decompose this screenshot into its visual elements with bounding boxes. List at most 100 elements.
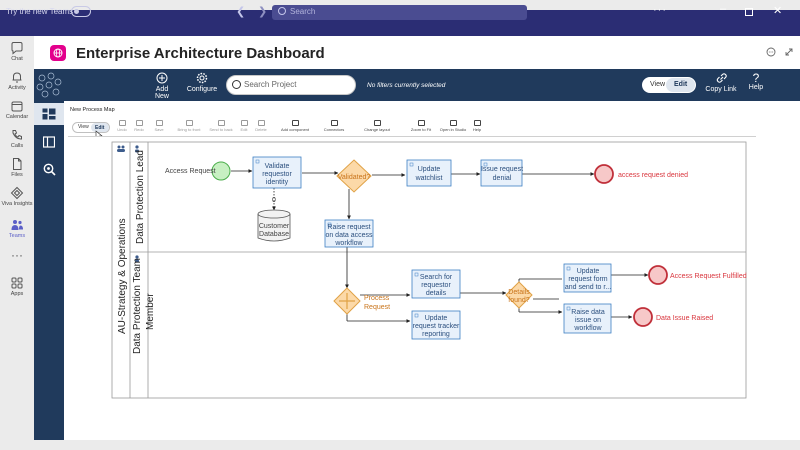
task-line: on data access xyxy=(325,232,373,239)
save-button[interactable]: Save xyxy=(153,120,165,132)
map-help-button[interactable]: Help xyxy=(471,120,483,132)
try-new-teams-toggle[interactable] xyxy=(71,6,91,17)
rail-item-activity[interactable]: Activity xyxy=(0,70,34,91)
search-icon xyxy=(232,80,241,89)
open-in-studio-button[interactable]: Open in Studio xyxy=(436,120,470,132)
pool-people-icon xyxy=(117,145,125,152)
rail-label: Apps xyxy=(10,291,24,297)
trash-icon xyxy=(257,120,265,126)
copy-link-button[interactable]: Copy Link xyxy=(704,72,738,93)
delete-button[interactable]: Delete xyxy=(253,120,269,132)
add-new-button[interactable]: Add New xyxy=(148,72,176,100)
task-line: Raise request xyxy=(327,224,370,231)
map-edit-button[interactable] xyxy=(91,123,109,132)
end-label-fulfilled: Access Request Fulfilled xyxy=(670,273,747,280)
redo-button[interactable]: Redo xyxy=(133,120,145,132)
send-to-back-button[interactable]: Send to back xyxy=(206,120,236,132)
help-label: Help xyxy=(748,84,764,91)
dashboard-icon xyxy=(42,108,56,120)
teams-app-rail: Chat Activity Calendar Calls Files Viva … xyxy=(0,36,34,450)
toolbar-label: Open in Studio xyxy=(439,127,467,132)
end-event-fulfilled[interactable] xyxy=(648,265,668,285)
undo-button[interactable]: Undo xyxy=(116,120,128,132)
help-button[interactable]: ? Help xyxy=(744,72,768,91)
side-item-zoom[interactable] xyxy=(43,163,56,176)
search-project-input[interactable] xyxy=(226,75,356,95)
add-new-label: Add New xyxy=(154,86,169,100)
toolbar-divider xyxy=(68,136,756,137)
task-line: Update xyxy=(577,268,600,275)
edit-button[interactable]: Edit xyxy=(238,120,250,132)
chat-icon xyxy=(11,42,23,55)
end-label-issue-raised: Data Issue Raised xyxy=(656,315,713,322)
task-line: workflow xyxy=(573,325,602,332)
search-project-placeholder: Search Project xyxy=(244,80,297,89)
connectors-button[interactable]: Connectors xyxy=(320,120,348,132)
conversation-icon[interactable] xyxy=(766,47,776,57)
rail-label: Activity xyxy=(8,85,26,91)
task-raise-issue[interactable]: Raise data issue on workflow xyxy=(563,303,612,334)
lane-label-lead: Data Protection Lead xyxy=(135,150,146,244)
rail-label: Chat xyxy=(11,56,23,62)
connectors xyxy=(231,169,649,323)
back-arrow-icon[interactable]: ❮ xyxy=(236,6,246,18)
minimize-icon[interactable]: – xyxy=(720,3,727,15)
add-component-button[interactable]: Add component xyxy=(276,120,314,132)
zoom-to-fit-button[interactable]: Zoom to Fit xyxy=(408,120,434,132)
task-raise-request[interactable]: Raise request on data access workflow xyxy=(324,219,374,248)
rail-item-viva-insights[interactable]: Viva Insights xyxy=(0,186,34,207)
task-update-tracker[interactable]: Update request tracker reporting xyxy=(411,310,461,340)
task-line: watchlist xyxy=(415,175,443,182)
lane-person-icon xyxy=(135,255,139,263)
page-title: Enterprise Architecture Dashboard xyxy=(76,45,325,62)
end-event-denied[interactable] xyxy=(594,164,614,184)
more-options-icon[interactable]: ··· xyxy=(653,4,667,16)
rail-item-apps[interactable]: Apps xyxy=(0,276,34,297)
task-line: denial xyxy=(493,175,512,182)
toolbar-label: Zoom to Fit xyxy=(410,127,432,132)
rail-item-chat[interactable]: Chat xyxy=(0,41,34,62)
toolbar-label: Save xyxy=(154,127,164,132)
gateway-validated[interactable]: Validated? xyxy=(336,159,372,193)
configure-button[interactable]: Configure xyxy=(186,72,218,93)
task-update-watchlist[interactable]: Update watchlist xyxy=(406,159,452,187)
teams-search-input[interactable] xyxy=(272,5,527,20)
datastore-line: Database xyxy=(259,231,289,238)
task-line: details xyxy=(426,290,447,297)
toolbar-label: Help xyxy=(472,127,482,132)
close-icon[interactable]: ✕ xyxy=(773,5,783,17)
end-event-issue-raised[interactable] xyxy=(633,307,653,327)
save-icon xyxy=(155,120,163,126)
customer-database-store[interactable]: 0 Customer Database xyxy=(257,197,291,242)
edit-mode-button[interactable] xyxy=(666,78,695,92)
fit-icon xyxy=(417,120,425,126)
rail-item-files[interactable]: Files xyxy=(0,157,34,178)
task-update-form[interactable]: Update request form and send to r... xyxy=(563,263,612,293)
rail-item-calendar[interactable]: Calendar xyxy=(0,99,34,120)
gateway-details-found[interactable]: Details found? xyxy=(505,281,533,309)
process-diagram[interactable]: AU-Strategy & Operations Data Protection… xyxy=(110,140,750,402)
collapse-icon[interactable] xyxy=(784,47,794,57)
plus-circle-icon xyxy=(156,72,168,84)
rail-item-teams[interactable]: Teams xyxy=(0,218,34,239)
gateway-process-request[interactable]: Process Request xyxy=(333,287,390,315)
undo-icon xyxy=(118,120,126,126)
task-line: Validate xyxy=(265,163,290,170)
side-item-layout[interactable] xyxy=(43,136,55,148)
start-event[interactable] xyxy=(211,161,231,181)
change-layout-button[interactable]: Change layout xyxy=(360,120,394,132)
maximize-icon[interactable] xyxy=(745,8,753,16)
view-mode-button[interactable]: View xyxy=(650,81,666,88)
forward-arrow-icon[interactable]: ❯ xyxy=(258,6,268,18)
task-search-details[interactable]: Search for requestor details xyxy=(411,269,461,299)
rail-item-calls[interactable]: Calls xyxy=(0,128,34,149)
task-validate-identity[interactable]: Validate requestor identity xyxy=(252,156,302,189)
toolbar-label: Undo xyxy=(117,127,127,132)
apps-icon xyxy=(11,277,23,289)
rail-label: Files xyxy=(11,172,23,178)
map-view-button[interactable]: View xyxy=(78,124,89,130)
task-issue-denial[interactable]: Issue request denial xyxy=(480,159,523,187)
teams-search-placeholder: Search xyxy=(290,7,316,16)
bring-to-front-button[interactable]: Bring to front xyxy=(174,120,204,132)
more-apps-icon[interactable]: ··· xyxy=(11,248,23,262)
